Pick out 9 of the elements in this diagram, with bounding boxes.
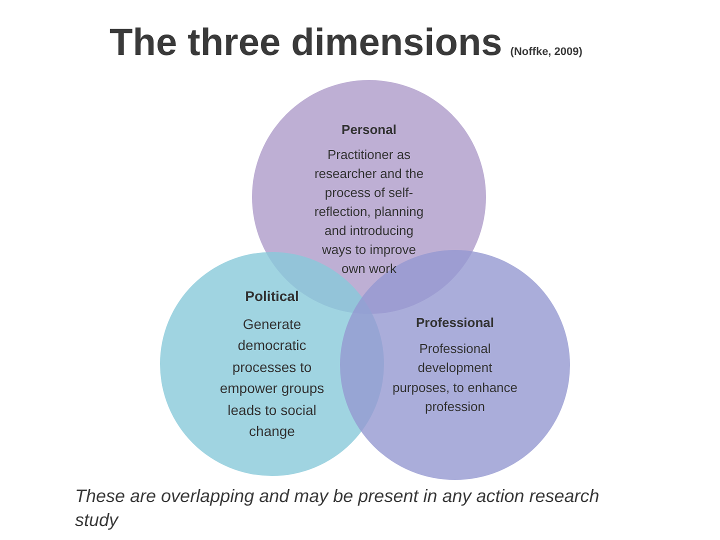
citation: (Noffke, 2009) <box>510 46 582 58</box>
caption: These are overlapping and may be present in any action research study <box>75 485 600 532</box>
circle-text: Practitioner as researcher and the process of self-reflection, planning and introducing ways to improve own work <box>313 146 425 278</box>
circle-heading: Political <box>245 287 299 306</box>
circle-text: Professional development purposes, to enhance profession <box>392 340 518 416</box>
circle-heading: Personal <box>342 121 396 139</box>
title: The three dimensions <box>110 22 502 64</box>
circle-text: Generate democratic processes to empower groups leads to social change <box>218 314 326 441</box>
circle-heading: Professional <box>416 314 494 332</box>
